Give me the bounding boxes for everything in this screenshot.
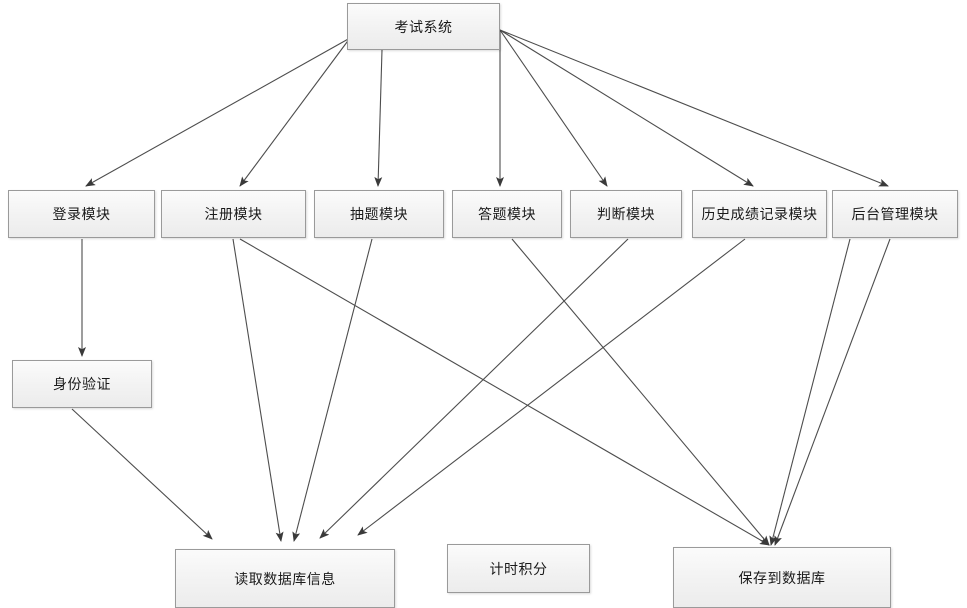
edge-register-to-save_db	[239, 238, 770, 546]
node-history[interactable]: 历史成绩记录模块	[692, 190, 827, 238]
node-auth[interactable]: 身份验证	[12, 360, 152, 408]
edge-admin-to-save_db	[774, 238, 891, 546]
node-system[interactable]: 考试系统	[347, 3, 500, 50]
connector-lines	[71, 29, 891, 546]
node-label-save_db: 保存到数据库	[738, 569, 826, 586]
node-draw[interactable]: 抽题模块	[314, 190, 444, 238]
node-label-auth: 身份验证	[53, 376, 111, 392]
node-timing[interactable]: 计时积分	[447, 544, 590, 593]
node-login[interactable]: 登录模块	[8, 190, 155, 238]
node-read_db[interactable]: 读取数据库信息	[175, 549, 395, 608]
edge-system-to-register	[239, 37, 351, 187]
edge-draw-to-read_db	[292, 238, 373, 542]
node-label-history: 历史成绩记录模块	[701, 206, 818, 222]
node-label-login: 登录模块	[52, 206, 111, 222]
edge-judge-to-read_db	[319, 238, 629, 539]
node-label-answer: 答题模块	[478, 206, 536, 222]
edge-system-to-admin	[499, 29, 889, 187]
edge-system-to-judge	[499, 29, 608, 187]
edge-auth-to-read_db	[71, 408, 213, 540]
node-save_db[interactable]: 保存到数据库	[673, 547, 891, 608]
edge-system-to-history	[499, 29, 754, 187]
node-label-system: 考试系统	[394, 18, 453, 35]
node-label-draw: 抽题模块	[350, 206, 408, 222]
edge-register-to-read_db	[232, 238, 284, 542]
edge-admin2-to-save_db	[769, 238, 851, 546]
node-label-judge: 判断模块	[597, 206, 655, 222]
node-label-timing: 计时积分	[489, 560, 548, 577]
node-register[interactable]: 注册模块	[161, 190, 306, 238]
node-answer[interactable]: 答题模块	[452, 190, 562, 238]
node-judge[interactable]: 判断模块	[570, 190, 682, 238]
node-admin[interactable]: 后台管理模块	[832, 190, 958, 238]
node-label-register: 注册模块	[204, 206, 263, 222]
edge-system-to-login	[85, 37, 351, 187]
edge-answer-to-save_db	[511, 238, 770, 546]
edge-history-to-read_db	[357, 238, 746, 536]
node-label-admin: 后台管理模块	[851, 206, 939, 222]
edge-system-to-draw	[374, 49, 383, 187]
node-label-read_db: 读取数据库信息	[234, 570, 336, 587]
